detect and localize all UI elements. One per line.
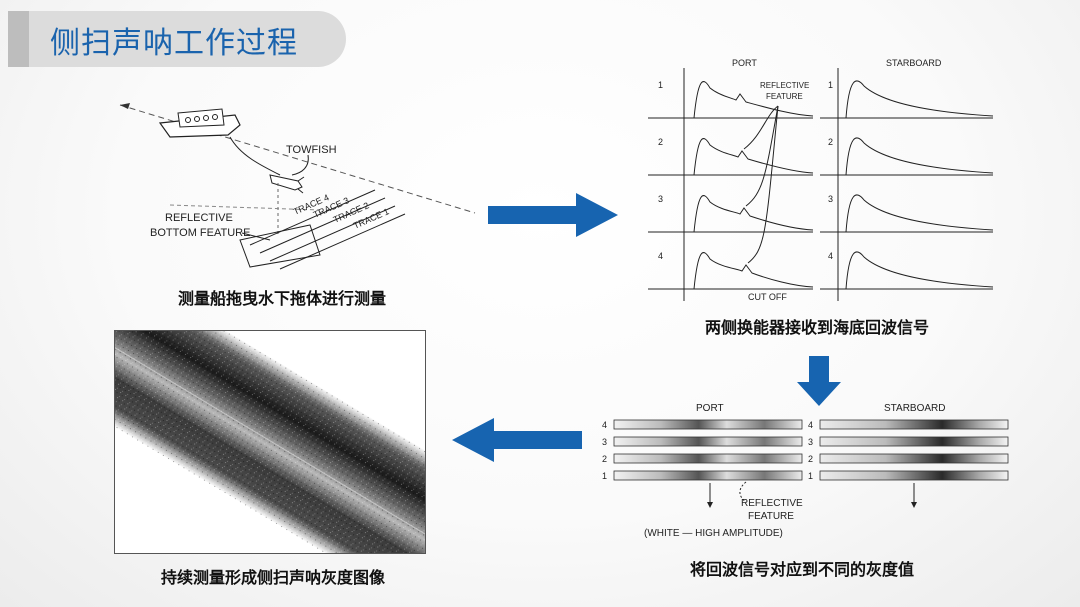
- gray-feature-label-1: REFLECTIVE: [741, 498, 803, 509]
- feature-pointer: [743, 105, 779, 150]
- signal-curve-port: [684, 195, 814, 233]
- signal-curve-starboard: [838, 137, 994, 176]
- grayscale-caption: 将回波信号对应到不同的灰度值: [690, 560, 915, 579]
- towing-caption: 测量船拖曳水下拖体进行测量: [178, 289, 387, 308]
- grayscale-diagram: PORT STARBOARD 4 4 3 3 2 2 1 1 REFLECTIVE FEATU…: [602, 403, 1009, 539]
- sonar-image: [114, 330, 426, 554]
- feature-label-2: FEATURE: [766, 92, 803, 101]
- gray-row-label-port: 1: [602, 471, 607, 481]
- gray-row-label-port: 2: [602, 454, 607, 464]
- gray-row-label-starboard: 1: [808, 471, 813, 481]
- signals-caption: 两侧换能器接收到海底回波信号: [705, 318, 930, 337]
- gray-row-label-port: 4: [602, 420, 607, 430]
- signal-curve-starboard: [838, 251, 994, 290]
- towfish-label: TOWFISH: [286, 144, 337, 156]
- gray-bar-port: [613, 436, 803, 447]
- gray-bar-starboard: [819, 419, 1009, 430]
- signal-diagram: PORT STARBOARD REFLECTIVE FEATURE 1 1 2 2 3 3…: [648, 58, 994, 302]
- starboard-label: STARBOARD: [886, 58, 942, 68]
- down-arrow-icon: [797, 356, 841, 406]
- signal-row-label-starboard: 2: [828, 137, 833, 147]
- signal-row-label-starboard: 4: [828, 251, 833, 261]
- signal-curve-starboard: [838, 80, 994, 119]
- signal-row-label-starboard: 3: [828, 194, 833, 204]
- feature-pointer: [745, 105, 779, 207]
- cutoff-label: CUT OFF: [748, 292, 787, 302]
- sonar-image-caption: 持续测量形成侧扫声呐灰度图像: [161, 568, 386, 587]
- signal-curve-port: [684, 252, 814, 290]
- gray-bar-port: [613, 419, 803, 430]
- ship-icon: [158, 108, 241, 138]
- gray-bar-starboard: [819, 436, 1009, 447]
- gray-row-label-port: 3: [602, 437, 607, 447]
- signal-curve-starboard: [838, 194, 994, 233]
- gray-feature-label-2: FEATURE: [748, 511, 794, 522]
- signal-curve-port: [684, 81, 814, 119]
- signal-row-label-port: 2: [658, 137, 663, 147]
- left-arrow-icon: [452, 418, 582, 462]
- gray-bar-starboard: [819, 470, 1009, 481]
- signal-row-label-port: 1: [658, 80, 663, 90]
- gray-row-label-starboard: 2: [808, 454, 813, 464]
- signal-row-label-port: 4: [658, 251, 663, 261]
- gray-bar-starboard: [819, 453, 1009, 464]
- amplitude-note: (WHITE — HIGH AMPLITUDE): [644, 528, 783, 539]
- port-label: PORT: [732, 58, 757, 68]
- towing-diagram: TOWFISH TRACE 4 TRACE 3 TRACE 2 TRACE 1 …: [119, 103, 476, 270]
- gray-port-label: PORT: [696, 403, 724, 414]
- bottom-feature-label: BOTTOM FEATURE: [150, 227, 250, 239]
- gray-starboard-label: STARBOARD: [884, 403, 946, 414]
- reflective-label: REFLECTIVE: [165, 212, 233, 224]
- right-arrow-icon: [488, 193, 618, 237]
- gray-bar-port: [613, 453, 803, 464]
- page-title: 侧扫声呐工作过程: [50, 26, 298, 61]
- title-accent-strip: [8, 11, 29, 67]
- signal-curve-port: [684, 138, 814, 176]
- feature-label-1: REFLECTIVE: [760, 81, 809, 90]
- gray-row-label-starboard: 4: [808, 420, 813, 430]
- gray-row-label-starboard: 3: [808, 437, 813, 447]
- gray-bar-port: [613, 470, 803, 481]
- title-bar: [8, 11, 346, 67]
- towfish-icon: [269, 174, 305, 194]
- feature-pointer: [747, 105, 779, 264]
- signal-row-label-starboard: 1: [828, 80, 833, 90]
- signal-row-label-port: 3: [658, 194, 663, 204]
